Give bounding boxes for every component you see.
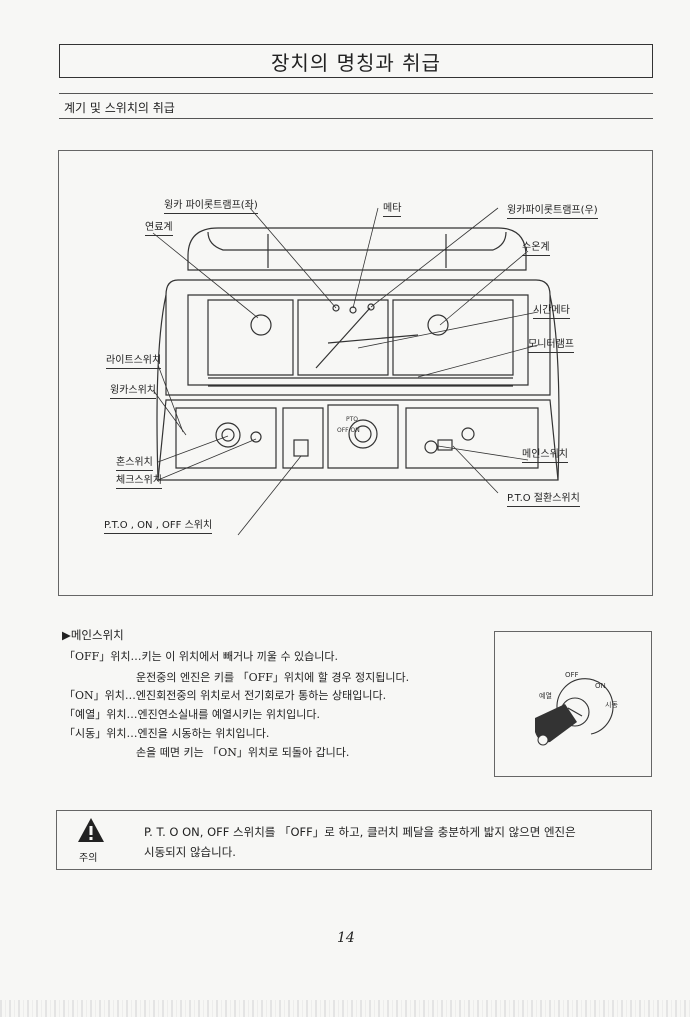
label-pto-select-switch: P.T.O 절환스위치 — [507, 493, 580, 507]
divider — [59, 118, 653, 119]
warning-caption: 주의 — [79, 853, 98, 864]
main-switch-line: 손을 떼면 키는 「ON」위치로 되돌아 갑니다. — [136, 746, 350, 759]
page-title-box: 장치의 명칭과 취급 — [59, 44, 653, 78]
warning-box: 주의 P. T. O ON, OFF 스위치를 「OFF」로 하고, 클러치 페… — [56, 810, 652, 870]
label-light-switch: 라이트스위치 — [106, 355, 162, 369]
label-pto-on-off-switch: P.T.O , ON , OFF 스위치 — [104, 520, 213, 534]
key-label-start: 시동 — [605, 701, 618, 709]
off-on-mark: OFF ON — [337, 427, 360, 434]
key-label-on: ON — [595, 682, 606, 690]
label-temp-gauge: 수온계 — [522, 242, 550, 256]
label-meter: 메타 — [383, 203, 402, 217]
label-fuel-gauge: 연료계 — [145, 222, 173, 236]
warning-text: P. T. O ON, OFF 스위치를 「OFF」로 하고, 클러치 페달을 … — [144, 825, 576, 839]
label-winker-left: 윙카 파이롯트램프(좌) — [164, 200, 258, 214]
label-horn-switch: 혼스위치 — [116, 457, 153, 471]
dashboard-figure — [58, 150, 653, 596]
main-switch-line: 「시동」위치…엔진을 시동하는 위치입니다. — [64, 727, 270, 740]
label-monitor-lamp: 모니터램프 — [528, 339, 574, 353]
key-illustration: 예열 OFF ON 시동 — [535, 671, 618, 746]
page-title: 장치의 명칭과 취급 — [271, 50, 441, 75]
warning-text: 시동되지 않습니다. — [144, 845, 236, 859]
main-switch-line: 운전중의 엔진은 키를 「OFF」위치에 할 경우 정지됩니다. — [136, 671, 410, 684]
label-winker-switch: 윙카스위치 — [110, 385, 156, 399]
pto-mark: PTO — [346, 416, 358, 423]
divider — [59, 93, 653, 94]
main-switch-line: 「ON」위치…엔진회전중의 위치로서 전기회로가 통하는 상태입니다. — [64, 689, 387, 702]
key-label-off: OFF — [565, 671, 579, 679]
section-subtitle: 계기 및 스위치의 취급 — [64, 101, 175, 115]
main-switch-line: 「OFF」위치…키는 이 위치에서 빼거나 끼울 수 있습니다. — [64, 650, 339, 663]
page-number: 14 — [337, 930, 355, 946]
label-hour-meter: 시간메타 — [533, 305, 570, 319]
key-label-preheat: 예열 — [539, 691, 552, 700]
scan-artifact — [0, 1000, 690, 1017]
label-winker-right: 윙카파이롯트램프(우) — [507, 205, 598, 219]
label-check-switch: 체크스위치 — [116, 475, 162, 489]
warning-triangle-icon — [78, 818, 104, 842]
main-switch-line: 「예열」위치…엔진연소실내를 예열시키는 위치입니다. — [64, 708, 321, 721]
dashboard-illustration: PTO OFF ON — [152, 207, 560, 536]
label-main-switch: 메인스위치 — [522, 449, 568, 463]
key-switch-diagram: 예열 OFF ON 시동 — [494, 631, 652, 777]
main-switch-heading: ▶메인스위치 — [62, 628, 124, 642]
